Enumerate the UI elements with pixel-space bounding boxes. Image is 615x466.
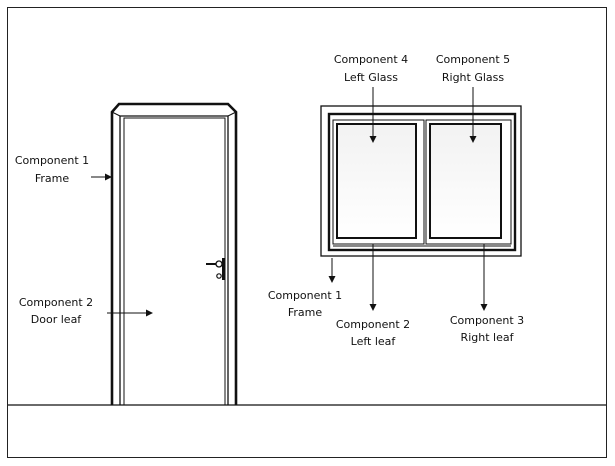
label-left-leaf-line1: Component 2 <box>336 318 410 331</box>
label-door-frame: Component 1 Frame <box>15 154 89 185</box>
label-right-leaf-line2: Right leaf <box>461 331 515 344</box>
label-left-glass-line1: Component 4 <box>334 53 408 66</box>
door-frame-inner <box>119 115 229 405</box>
label-door-frame-line2: Frame <box>35 172 70 185</box>
door-frame-outer <box>110 102 238 405</box>
window <box>320 105 522 257</box>
label-door-leaf: Component 2 Door leaf <box>19 296 93 326</box>
label-right-leaf: Component 3 Right leaf <box>450 314 524 344</box>
frame-miter-left <box>111 111 121 117</box>
pointer-arrows <box>91 87 488 317</box>
label-window-frame-line2: Frame <box>288 306 323 319</box>
door <box>110 102 238 406</box>
label-window-frame: Component 1 Frame <box>268 289 342 319</box>
label-left-leaf-line2: Left leaf <box>351 335 397 348</box>
label-left-glass: Component 4 Left Glass <box>334 53 408 84</box>
label-right-glass-line1: Component 5 <box>436 53 510 66</box>
left-glass <box>336 123 417 239</box>
label-door-leaf-line2: Door leaf <box>31 313 83 326</box>
right-glass <box>429 123 502 239</box>
label-right-glass-line2: Right Glass <box>442 71 505 84</box>
frame-miter-right <box>227 111 237 117</box>
door-handle-icon <box>206 258 225 280</box>
label-right-glass: Component 5 Right Glass <box>436 53 510 84</box>
label-door-frame-line1: Component 1 <box>15 154 89 167</box>
label-window-frame-line1: Component 1 <box>268 289 342 302</box>
label-door-leaf-line1: Component 2 <box>19 296 93 309</box>
label-left-glass-line2: Left Glass <box>344 71 398 84</box>
label-right-leaf-line1: Component 3 <box>450 314 524 327</box>
label-left-leaf: Component 2 Left leaf <box>336 318 410 348</box>
